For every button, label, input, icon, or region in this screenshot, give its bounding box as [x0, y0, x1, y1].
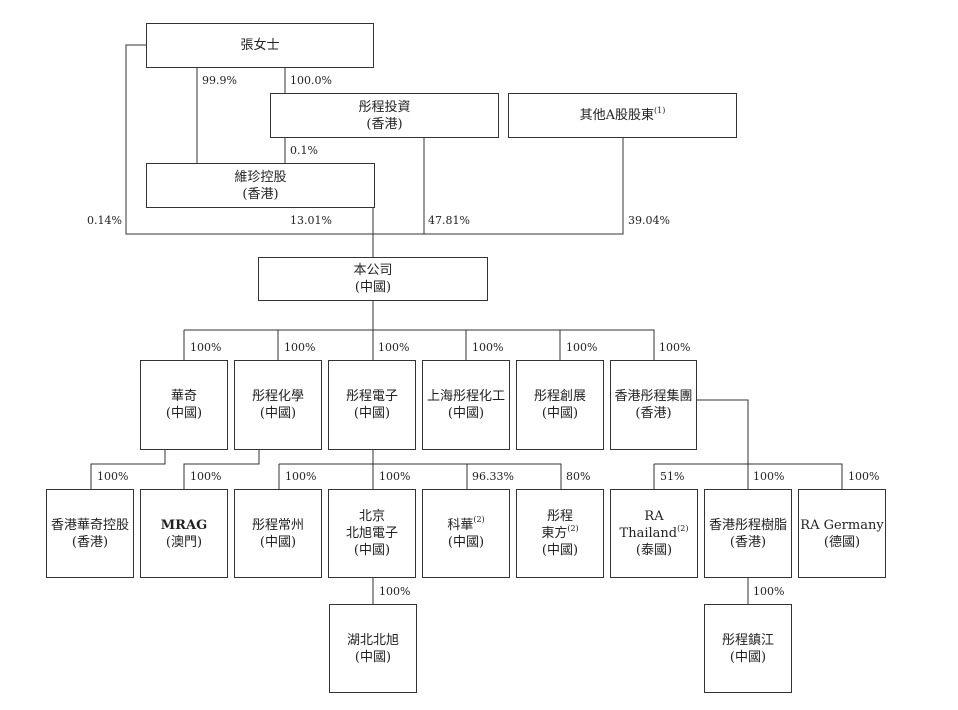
footnote-ref: (1) — [654, 105, 666, 115]
entity-name-line2: 東方 — [541, 526, 568, 541]
entity-location: (香港) — [729, 534, 767, 550]
footnote-ref: (2) — [473, 515, 485, 525]
footnote-ref: (2) — [567, 523, 579, 533]
entity-tongcheng-elec: 彤程電子 (中國) — [328, 360, 416, 450]
entity-name-line1: 北京 — [358, 509, 385, 524]
entity-location: (香港) — [71, 534, 109, 550]
entity-location: (中國) — [353, 406, 391, 421]
pct-to-mrag: 100% — [190, 470, 222, 483]
entity-name-line2: 北旭電子 — [345, 526, 398, 541]
pct-to-shanghai: 100% — [472, 341, 504, 354]
entity-hk-huaqi: 香港華奇控股 (香港) — [46, 489, 134, 578]
entity-hk-resin: 香港彤程樹脂 (香港) — [704, 489, 792, 578]
entity-location: (中國) — [447, 406, 485, 421]
pct-to-hk-resin: 100% — [753, 470, 785, 483]
entity-name: 香港彤程樹脂 — [708, 517, 787, 533]
entity-location: (中國) — [729, 649, 767, 665]
entity-location: (泰國) — [635, 543, 673, 558]
entity-hk-group: 香港彤程集團 (香港) — [610, 360, 697, 450]
entity-location: (中國) — [165, 406, 203, 421]
pct-to-chuangzhan: 100% — [566, 341, 598, 354]
pct-to-hk-huaqi: 100% — [97, 470, 129, 483]
entity-weizhen: 維珍控股 (香港) — [146, 163, 375, 208]
entity-name: 上海彤程化工 — [426, 389, 505, 404]
entity-location: (中國) — [447, 534, 485, 550]
entity-tongcheng-chem: 彤程化學 (中國) — [234, 360, 322, 450]
pct-zhang-to-weizhen: 99.9% — [202, 74, 237, 87]
pct-to-dongfang: 80% — [566, 470, 591, 483]
entity-beijing-xuhui: 北京 北旭電子 (中國) — [328, 489, 416, 578]
entity-location: (中國) — [541, 406, 579, 421]
entity-name: 科華 — [447, 517, 474, 533]
pct-other-to-company: 39.04% — [628, 214, 670, 227]
entity-location: (中國) — [259, 534, 297, 550]
pct-invest-to-weizhen: 0.1% — [290, 144, 318, 157]
pct-to-elec: 100% — [378, 341, 410, 354]
entity-name: 其他A股股東 — [579, 108, 655, 123]
entity-name: 彤程鎮江 — [721, 632, 774, 648]
entity-dongfang: 彤程 東方(2) (中國) — [516, 489, 604, 578]
entity-name: 張女士 — [240, 38, 280, 53]
entity-tongcheng-chuangzhan: 彤程創展 (中國) — [516, 360, 604, 450]
pct-to-huaqi: 100% — [190, 341, 222, 354]
entity-name: RA Germany — [800, 517, 884, 533]
entity-huaqi: 華奇 (中國) — [140, 360, 228, 450]
entity-name: 華奇 — [170, 389, 197, 404]
pct-to-hk-group: 100% — [659, 341, 691, 354]
pct-to-chem: 100% — [284, 341, 316, 354]
entity-ra-thailand: RA Thailand(2) (泰國) — [610, 489, 698, 578]
pct-zhang-to-company: 0.14% — [87, 214, 122, 227]
entity-name-line2: Thailand — [619, 526, 678, 541]
entity-kehua: 科華(2) (中國) — [422, 489, 510, 578]
entity-other-a-shareholders: 其他A股股東(1) — [508, 93, 737, 138]
entity-location: (中國) — [259, 406, 297, 421]
entity-ra-germany: RA Germany (德國) — [798, 489, 886, 578]
entity-name: 香港彤程集團 — [614, 389, 693, 404]
entity-name: 彤程投資 — [358, 99, 411, 115]
entity-company: 本公司 (中國) — [258, 257, 488, 301]
entity-location: (中國) — [354, 280, 392, 295]
entity-name: 彤程化學 — [251, 389, 304, 404]
entity-location: (香港) — [366, 116, 403, 132]
entity-location: (中國) — [354, 649, 392, 665]
entity-name: MRAG — [160, 517, 208, 533]
entity-name: 湖北北旭 — [346, 632, 399, 648]
pct-zhang-to-invest: 100.0% — [290, 74, 332, 87]
entity-shanghai-chem: 上海彤程化工 (中國) — [422, 360, 510, 450]
pct-to-ra-thailand: 51% — [660, 470, 685, 483]
pct-to-changzhou: 100% — [285, 470, 317, 483]
entity-hubei-xuhui: 湖北北旭 (中國) — [329, 604, 417, 693]
entity-name: 彤程常州 — [251, 517, 304, 533]
entity-location: (中國) — [353, 543, 391, 558]
entity-location: (澳門) — [165, 534, 203, 550]
entity-name: 香港華奇控股 — [50, 517, 129, 533]
entity-name: 彤程創展 — [533, 389, 586, 404]
entity-name: 維珍控股 — [234, 169, 287, 185]
pct-to-hubei: 100% — [379, 585, 411, 598]
entity-location: (中國) — [541, 543, 579, 558]
entity-mrag: MRAG (澳門) — [140, 489, 228, 578]
entity-tongcheng-invest: 彤程投資 (香港) — [270, 93, 499, 138]
entity-changzhou: 彤程常州 (中國) — [234, 489, 322, 578]
entity-zhenjiang: 彤程鎮江 (中國) — [704, 604, 792, 693]
pct-to-beijing: 100% — [379, 470, 411, 483]
pct-to-zhenjiang: 100% — [753, 585, 785, 598]
pct-invest-to-company: 47.81% — [428, 214, 470, 227]
footnote-ref: (2) — [677, 523, 689, 533]
entity-location: (香港) — [242, 186, 279, 202]
entity-location: (香港) — [635, 406, 672, 421]
entity-location: (德國) — [823, 534, 861, 550]
entity-name: 彤程電子 — [345, 389, 398, 404]
pct-to-kehua: 96.33% — [472, 470, 514, 483]
entity-name: 本公司 — [353, 263, 393, 278]
entity-name-line1: RA — [644, 509, 664, 524]
entity-zhang: 張女士 — [146, 23, 374, 68]
pct-weizhen-to-company: 13.01% — [290, 214, 332, 227]
pct-to-ra-germany: 100% — [848, 470, 880, 483]
entity-name-line1: 彤程 — [546, 509, 573, 524]
